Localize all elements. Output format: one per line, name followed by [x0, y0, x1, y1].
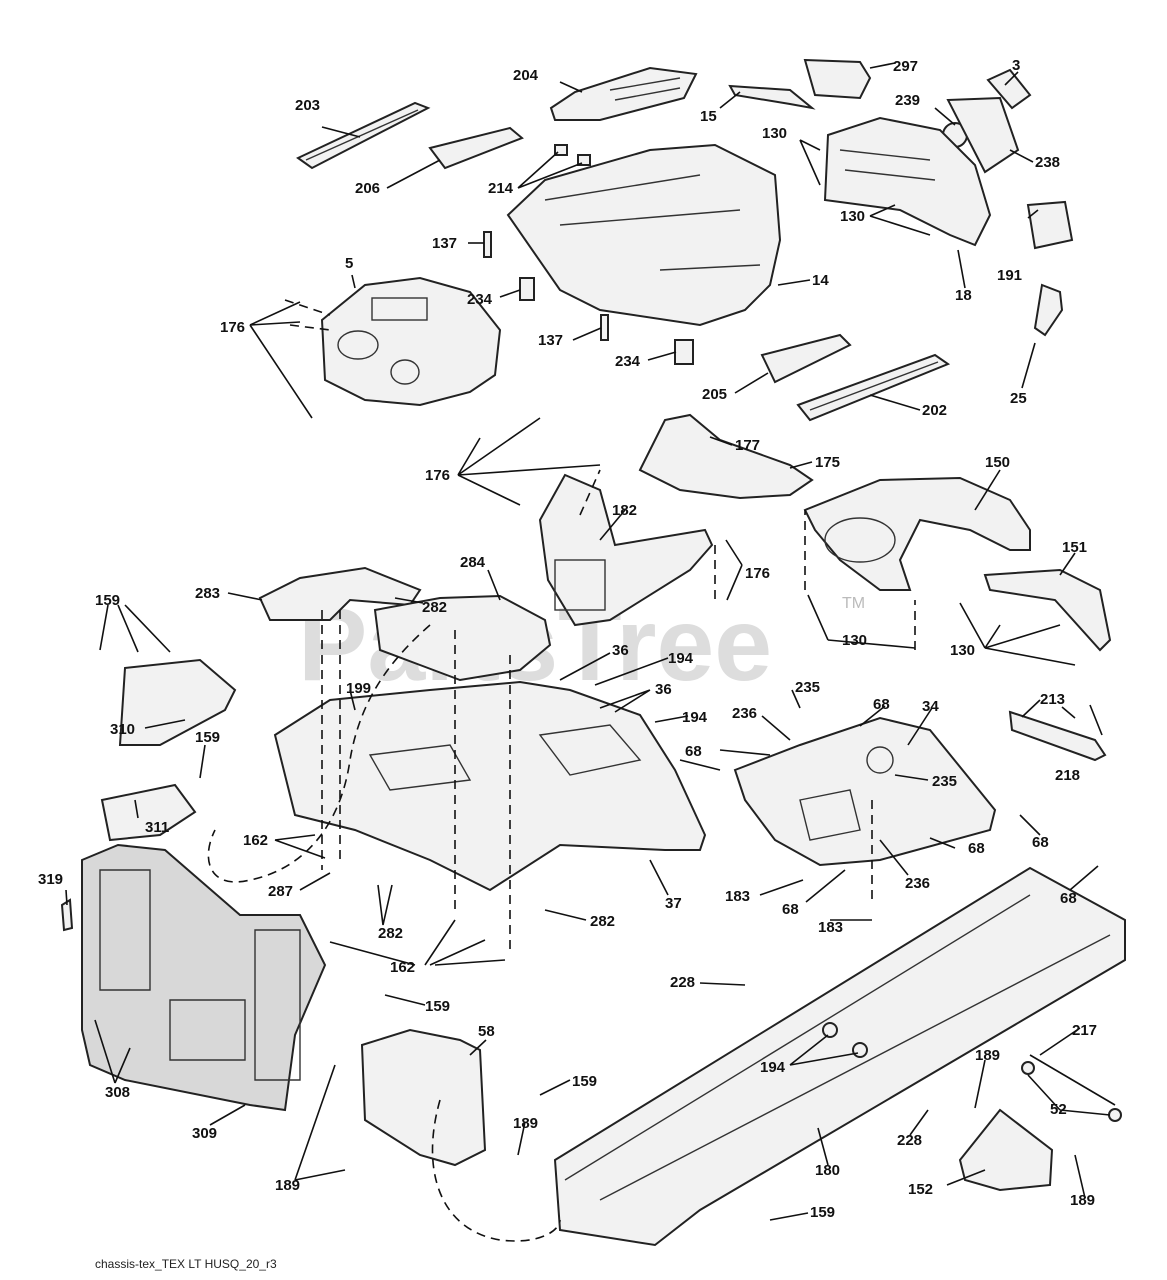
callout-label: 177 — [735, 437, 760, 454]
callout-label: 283 — [195, 585, 220, 602]
callout-label: 191 — [997, 267, 1022, 284]
callout-label: 204 — [513, 67, 539, 84]
callout-label: 309 — [192, 1125, 217, 1142]
callout-label: 159 — [810, 1204, 835, 1221]
callout-label: 159 — [572, 1073, 597, 1090]
callout-label: 180 — [815, 1162, 840, 1179]
callout-label: 34 — [922, 698, 939, 715]
callout-label: 205 — [702, 386, 727, 403]
callout-label: 319 — [38, 871, 63, 888]
callout-label: 189 — [275, 1177, 300, 1194]
callout-label: 159 — [195, 729, 220, 746]
callout-label: 182 — [612, 502, 637, 519]
callout-label: 239 — [895, 92, 920, 109]
callout-label: 234 — [615, 353, 641, 370]
callout-label: 3 — [1012, 57, 1020, 74]
callout-label: 297 — [893, 58, 918, 75]
callout-label: 206 — [355, 180, 380, 197]
callout-label: 217 — [1072, 1022, 1097, 1039]
callout-label: 194 — [668, 650, 694, 667]
callout-label: 25 — [1010, 390, 1027, 407]
callout-label: 68 — [1032, 834, 1049, 851]
callout-label: 235 — [795, 679, 820, 696]
callout-label: 36 — [612, 642, 629, 659]
callout-label: 130 — [842, 632, 867, 649]
callout-label: 310 — [110, 721, 135, 738]
callout-label: 68 — [1060, 890, 1077, 907]
callout-label: 236 — [732, 705, 757, 722]
callout-label: 176 — [425, 467, 450, 484]
callout-label: 68 — [968, 840, 985, 857]
callout-label: 15 — [700, 108, 717, 125]
callout-label: 234 — [467, 291, 493, 308]
callout-labels: 203 204 15 297 3 239 238 130 206 214 137… — [38, 57, 1097, 1221]
diagram-reference: chassis-tex_TEX LT HUSQ_20_r3 — [95, 1257, 277, 1271]
callout-label: 159 — [95, 592, 120, 609]
callout-label: 176 — [220, 319, 245, 336]
watermark-trademark: TM — [842, 595, 865, 612]
callout-label: 287 — [268, 883, 293, 900]
callout-label: 189 — [975, 1047, 1000, 1064]
callout-label: 162 — [243, 832, 268, 849]
callout-label: 5 — [345, 255, 353, 272]
callout-label: 194 — [760, 1059, 786, 1076]
callout-label: 68 — [685, 743, 702, 760]
assembly-lines — [207, 299, 916, 1242]
callout-label: 52 — [1050, 1101, 1067, 1118]
callout-label: 137 — [432, 235, 457, 252]
callout-label: 202 — [922, 402, 947, 419]
callout-label: 175 — [815, 454, 840, 471]
callout-label: 18 — [955, 287, 972, 304]
callout-label: 159 — [425, 998, 450, 1015]
callout-label: 284 — [460, 554, 486, 571]
callout-label: 14 — [812, 272, 829, 289]
callout-label: 150 — [985, 454, 1010, 471]
callout-label: 214 — [488, 180, 514, 197]
callout-label: 236 — [905, 875, 930, 892]
callout-label: 282 — [422, 599, 447, 616]
callout-label: 137 — [538, 332, 563, 349]
callout-label: 203 — [295, 97, 320, 114]
callout-label: 199 — [346, 680, 371, 697]
callout-label: 189 — [1070, 1192, 1095, 1209]
callout-label: 218 — [1055, 767, 1080, 784]
callout-label: 68 — [782, 901, 799, 918]
callout-label: 238 — [1035, 154, 1060, 171]
callout-label: 282 — [590, 913, 615, 930]
callout-label: 151 — [1062, 539, 1087, 556]
callout-label: 235 — [932, 773, 957, 790]
callout-label: 183 — [725, 888, 750, 905]
callout-label: 68 — [873, 696, 890, 713]
callout-label: 213 — [1040, 691, 1065, 708]
callout-label: 183 — [818, 919, 843, 936]
callout-label: 162 — [390, 959, 415, 976]
callout-label: 189 — [513, 1115, 538, 1132]
callout-label: 282 — [378, 925, 403, 942]
callout-label: 37 — [665, 895, 682, 912]
callout-label: 228 — [670, 974, 695, 991]
callout-label: 311 — [145, 819, 169, 836]
callout-label: 194 — [682, 709, 708, 726]
callout-label: 152 — [908, 1181, 933, 1198]
leader-lines — [65, 62, 1111, 1221]
part-shapes — [60, 58, 1126, 1247]
callout-label: 58 — [478, 1023, 495, 1040]
callout-label: 228 — [897, 1132, 922, 1149]
callout-label: 308 — [105, 1084, 130, 1101]
callout-label: 130 — [762, 125, 787, 142]
callout-label: 36 — [655, 681, 672, 698]
callout-label: 130 — [840, 208, 865, 225]
callout-label: 130 — [950, 642, 975, 659]
callout-label: 176 — [745, 565, 770, 582]
